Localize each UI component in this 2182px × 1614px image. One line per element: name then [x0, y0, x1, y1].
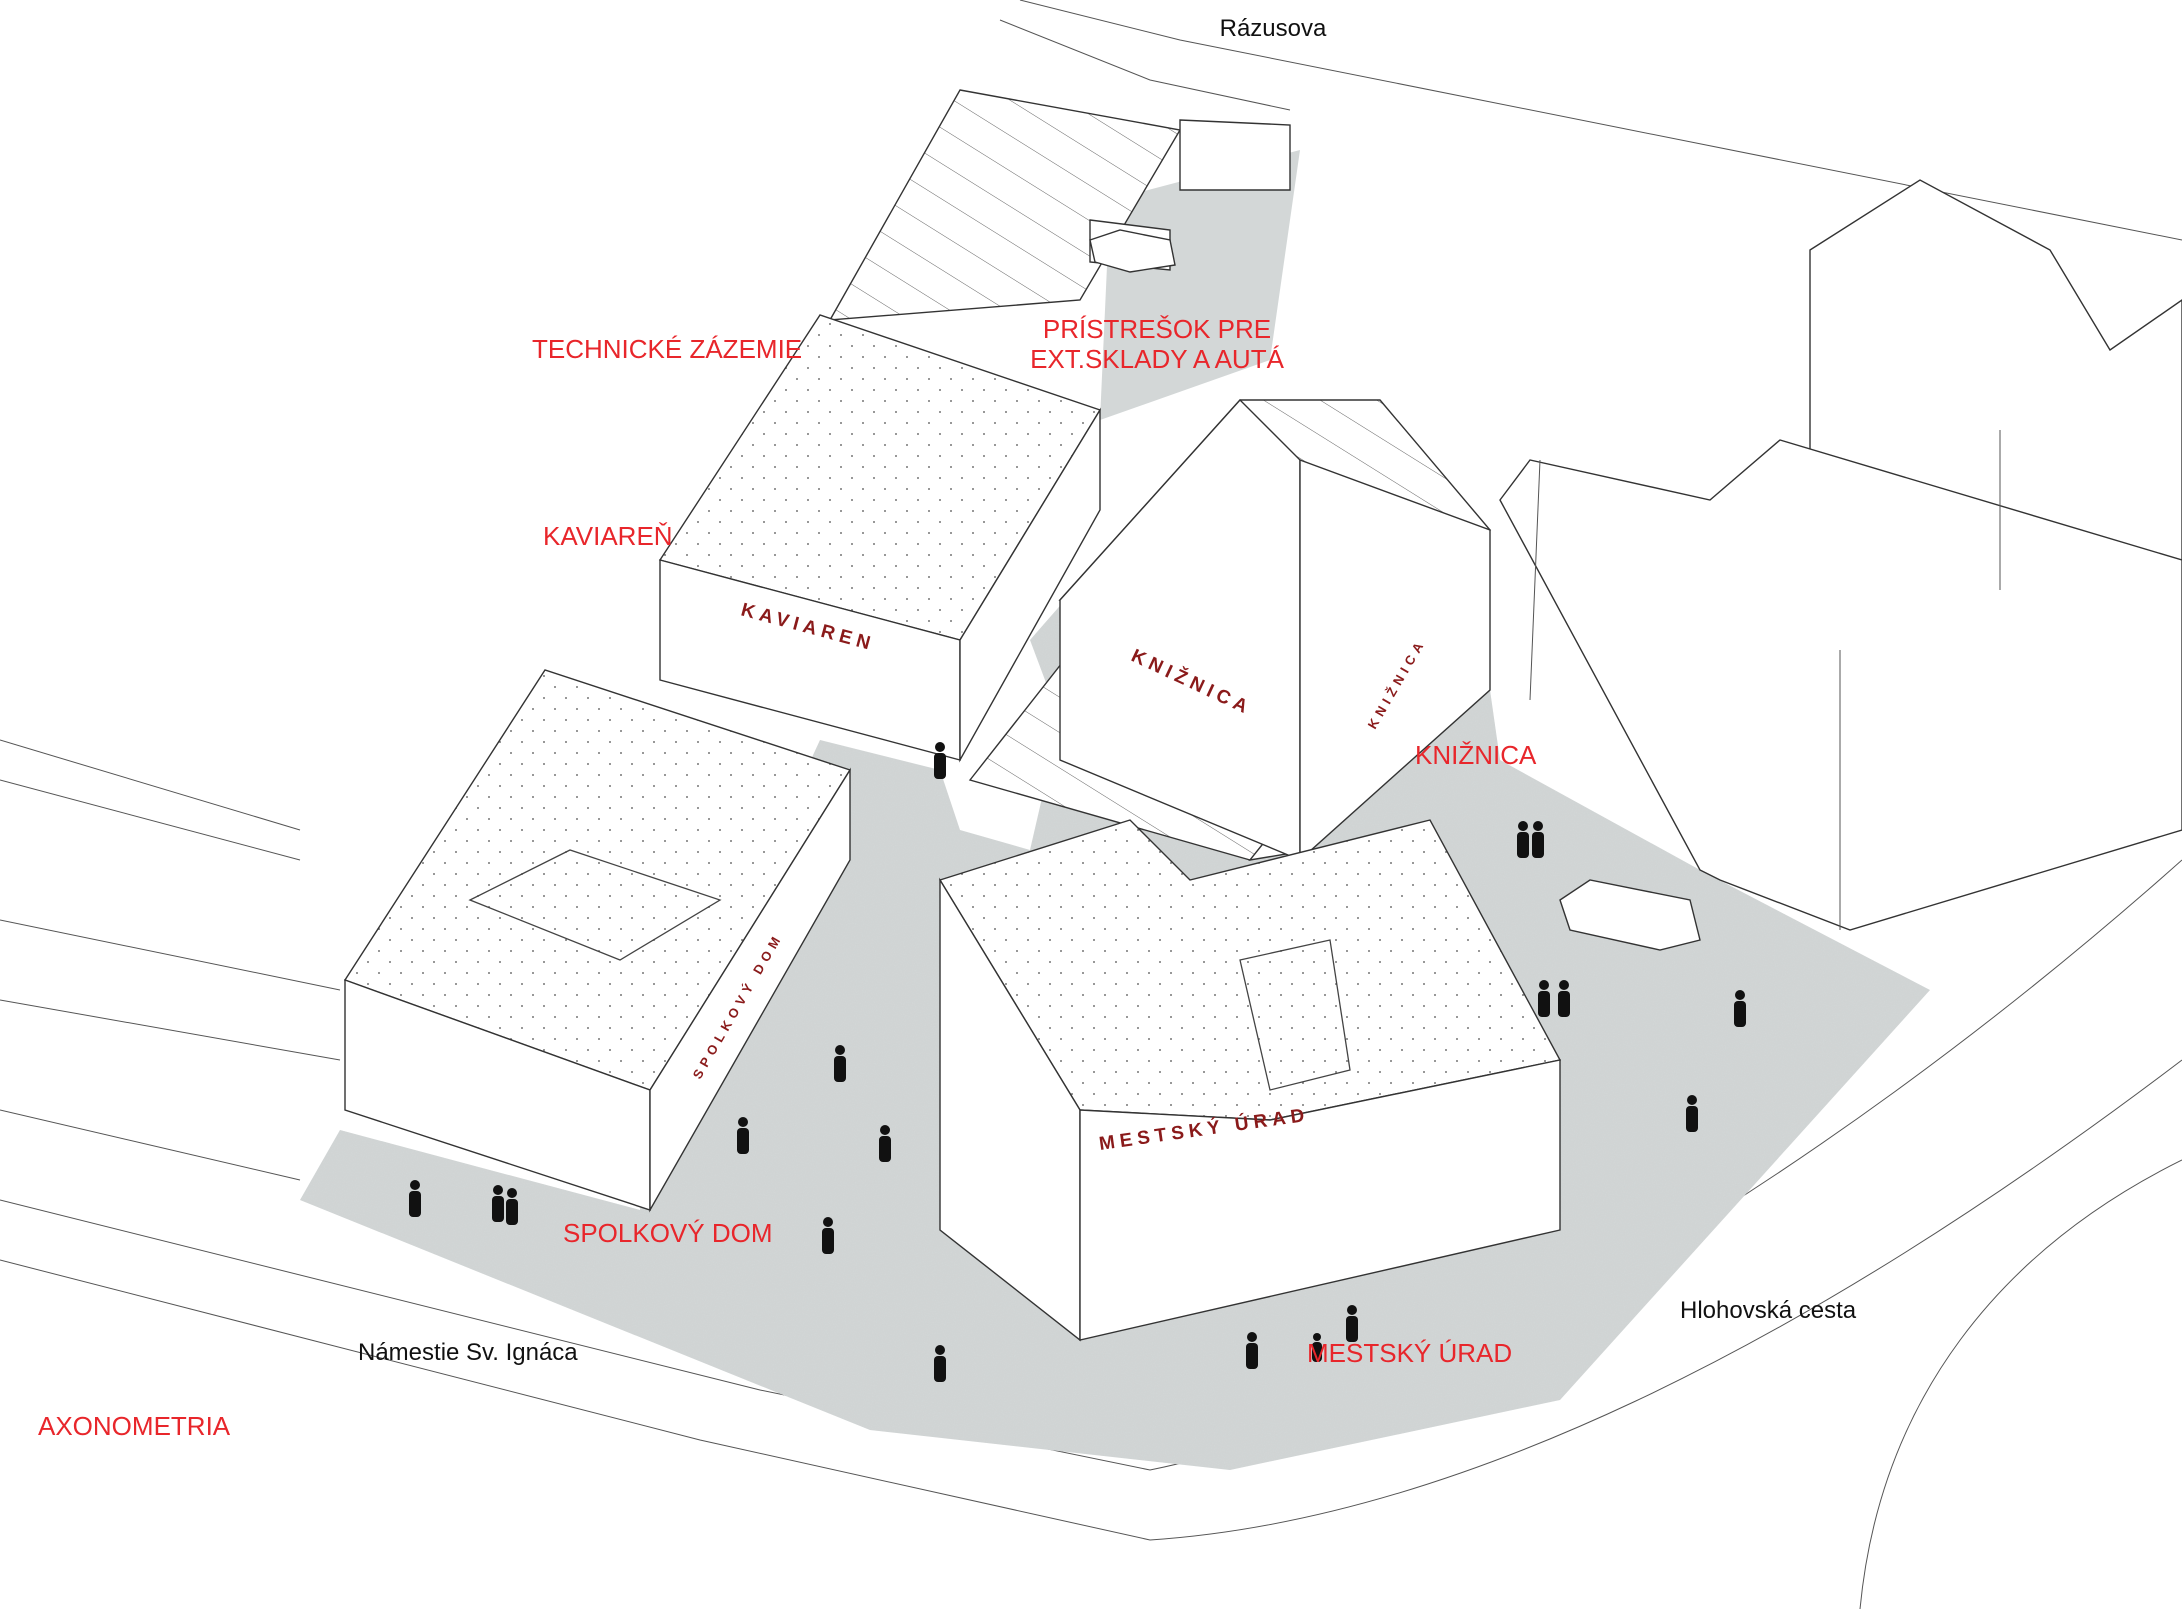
label-kaviaren: KAVIAREŇ — [543, 521, 673, 551]
mestsky-urad-building: MESTSKÝ ÚRAD — [938, 819, 1562, 1342]
street-namestie: Námestie Sv. Ignáca — [358, 1339, 578, 1366]
label-spolkovy-dom: SPOLKOVÝ DOM — [563, 1218, 773, 1248]
kniznica-building: KNIŽNICA KNIŽNICA — [968, 398, 1492, 862]
background-buildings — [1499, 179, 2182, 931]
label-technicke-zazemie: TECHNICKÉ ZÁZEMIE — [532, 334, 802, 364]
label-pristresok-line2: EXT.SKLADY A AUTÁ — [1030, 344, 1285, 374]
people — [409, 742, 1746, 1382]
kaviaren-building: KAVIAREN — [658, 314, 1102, 763]
street-razusova: Rázusova — [1220, 15, 1327, 42]
label-kniznica: KNIŽNICA — [1415, 740, 1537, 770]
spolkovy-dom-building: SPOLKOVÝ DOM — [343, 669, 852, 1213]
label-pristresok-line1: PRÍSTREŠOK PRE — [1043, 314, 1271, 344]
label-axonometria: AXONOMETRIA — [38, 1411, 231, 1441]
label-mestsky-urad: MESTSKÝ ÚRAD — [1307, 1338, 1512, 1368]
street-hlohovska: Hlohovská cesta — [1680, 1297, 1857, 1324]
cars — [1089, 229, 1701, 951]
